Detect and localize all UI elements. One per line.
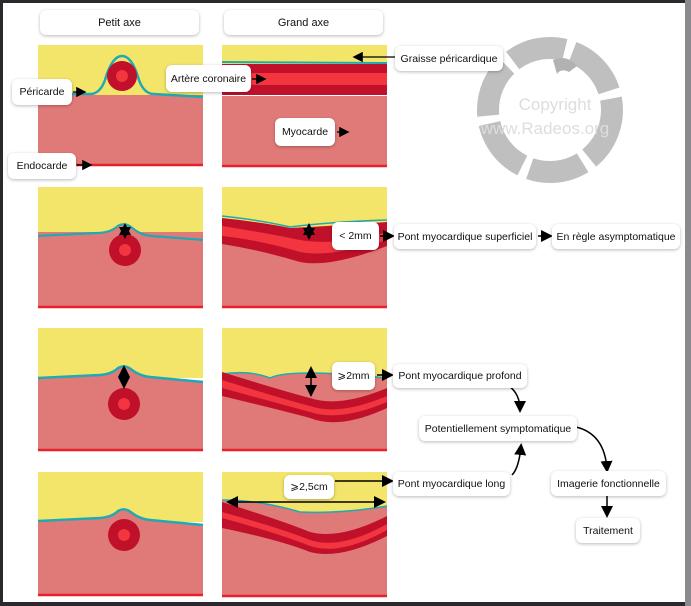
panel-long-axis-normal bbox=[221, 45, 388, 168]
label-measure-deep: ⩾2mm bbox=[332, 362, 375, 390]
arrow-deep-to-potential bbox=[508, 385, 526, 413]
panel-short-axis-superficial bbox=[37, 187, 204, 309]
node-asymptomatique: En règle asymptomatique bbox=[552, 224, 680, 249]
label-myocarde: Myocarde bbox=[275, 118, 335, 146]
window-edge bbox=[685, 0, 691, 606]
header-long-axis: Grand axe bbox=[224, 10, 383, 35]
node-imagerie-fonctionnelle: Imagerie fonctionnelle bbox=[551, 471, 666, 496]
panel-long-axis-deep bbox=[221, 328, 388, 452]
node-pont-superficiel: Pont myocardique superficiel bbox=[394, 224, 536, 249]
panel-short-axis-long bbox=[37, 472, 204, 597]
arrow-long-to-potential bbox=[511, 443, 527, 476]
watermark-logo: Copyright www.Radeos.org bbox=[477, 37, 623, 183]
label-graisse-pericardique: Graisse péricardique bbox=[395, 46, 503, 71]
label-measure-long: ⩾2,5cm bbox=[284, 475, 334, 499]
header-short-axis: Petit axe bbox=[40, 10, 199, 35]
label-endocarde: Endocarde bbox=[8, 153, 76, 179]
panel-short-axis-deep bbox=[37, 328, 204, 452]
node-pont-profond: Pont myocardique profond bbox=[393, 364, 527, 388]
node-pont-long: Pont myocardique long bbox=[393, 472, 510, 496]
label-measure-superficial: < 2mm bbox=[332, 222, 379, 250]
watermark-line1: Copyright bbox=[519, 95, 592, 114]
watermark-line2: www.Radeos.org bbox=[480, 119, 610, 138]
label-pericarde: Péricarde bbox=[12, 79, 72, 105]
label-artere-coronaire: Artère coronaire bbox=[166, 65, 251, 92]
panel-short-axis-normal bbox=[38, 45, 204, 167]
arrow-potential-to-imaging bbox=[575, 426, 613, 473]
node-potentiellement-symptomatique: Potentiellement symptomatique bbox=[419, 416, 577, 441]
node-traitement: Traitement bbox=[576, 518, 640, 543]
